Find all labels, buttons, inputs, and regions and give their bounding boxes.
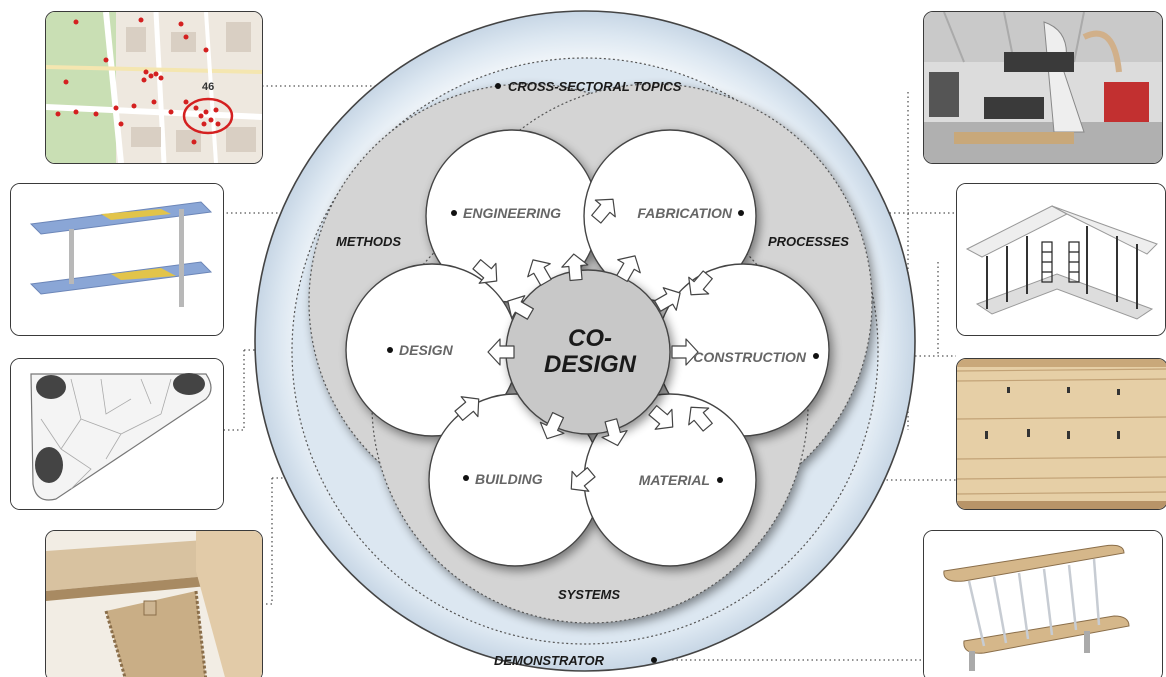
structural-analysis-image: [10, 183, 224, 336]
timber-section-image: [956, 358, 1166, 510]
pavilion-demonstrator-image: [923, 530, 1163, 677]
demonstrator-label: DEMONSTRATOR: [494, 653, 605, 668]
cross-sectoral-label: CROSS-SECTORAL TOPICS: [508, 79, 682, 94]
voronoi-plan-image: [10, 358, 224, 510]
design-label: DESIGN: [399, 342, 454, 358]
processes-label: PROCESSES: [768, 234, 849, 249]
core-title-line1: CO-: [568, 325, 612, 352]
systems-label: SYSTEMS: [558, 587, 620, 602]
methods-label: METHODS: [336, 234, 401, 249]
map-image: 46: [45, 11, 263, 164]
construction-label: CONSTRUCTION: [693, 349, 807, 365]
core-title-line2: DESIGN: [544, 351, 637, 378]
scaffold-model-image: [956, 183, 1166, 336]
timber-joint-image: [45, 530, 263, 677]
building-label: BUILDING: [475, 471, 543, 487]
fabrication-label: FABRICATION: [637, 205, 733, 221]
engineering-label: ENGINEERING: [463, 205, 561, 221]
material-label: MATERIAL: [639, 472, 710, 488]
robot-fabrication-image: [923, 11, 1163, 164]
map-badge: 46: [202, 81, 214, 93]
label-dots: [387, 83, 819, 663]
